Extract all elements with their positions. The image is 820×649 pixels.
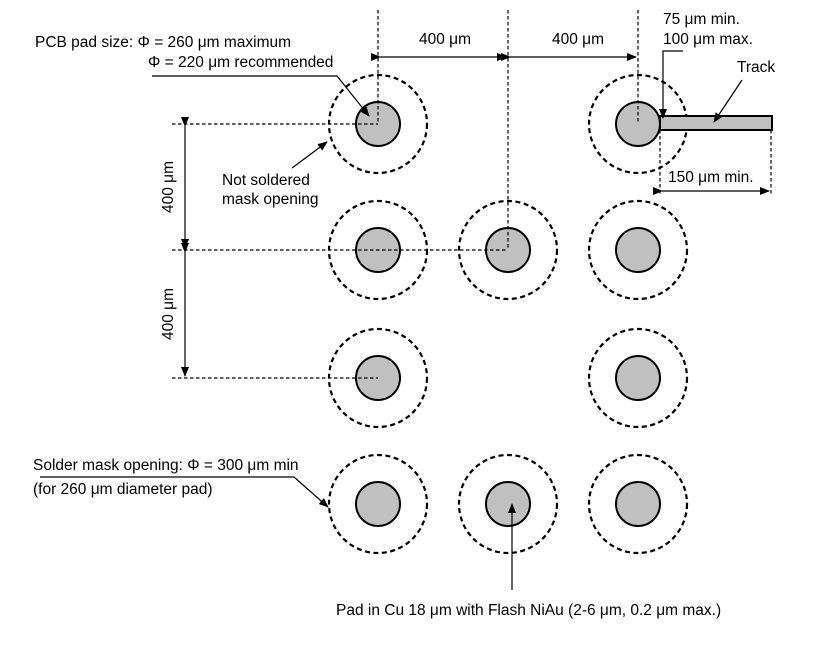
pad-size-label-line1: PCB pad size: Φ = 260 μm maximum — [35, 34, 291, 51]
pad-size-leader — [152, 75, 370, 117]
pitch-label-v-1: 400 μm — [160, 161, 177, 213]
pcb-pad — [615, 355, 661, 401]
solder-mask-opening — [587, 327, 689, 429]
pitch-label-h-2: 400 μm — [552, 31, 604, 48]
solder-mask-label-line2: (for 260 μm diameter pad) — [33, 481, 213, 498]
track-label: Track — [737, 59, 775, 76]
pitch-label-v-2: 400 μm — [160, 288, 177, 340]
solder-mask-opening — [587, 453, 689, 555]
solder-mask-label-line1: Solder mask opening: Φ = 300 μm min — [33, 457, 299, 474]
pcb-pad — [615, 481, 661, 527]
pcb-pad — [355, 481, 401, 527]
solder-mask-opening — [457, 199, 559, 301]
solder-mask-opening — [327, 453, 429, 555]
pcb-pad — [615, 227, 661, 273]
solder-mask-opening — [587, 199, 689, 301]
pad-material-label: Pad in Cu 18 μm with Flash NiAu (2-6 μm,… — [336, 602, 721, 619]
track-length-label: 150 μm min. — [668, 169, 754, 186]
track-gap-label-line2: 100 μm max. — [663, 31, 753, 48]
pitch-label-h-1: 400 μm — [419, 31, 471, 48]
not-soldered-leader — [291, 141, 328, 169]
not-soldered-label-line1: Not soldered — [222, 172, 310, 189]
track-leader — [713, 79, 743, 123]
not-soldered-label-line2: mask opening — [222, 191, 319, 208]
solder-mask-leader — [40, 476, 329, 508]
track-gap-leader — [659, 50, 683, 119]
pcb-pad — [485, 481, 531, 527]
track-gap-label-line1: 75 μm min. — [663, 11, 740, 28]
solder-mask-opening — [457, 453, 559, 555]
pad-size-label-line2: Φ = 220 μm recommended — [148, 54, 333, 71]
pad-grid — [327, 73, 689, 555]
